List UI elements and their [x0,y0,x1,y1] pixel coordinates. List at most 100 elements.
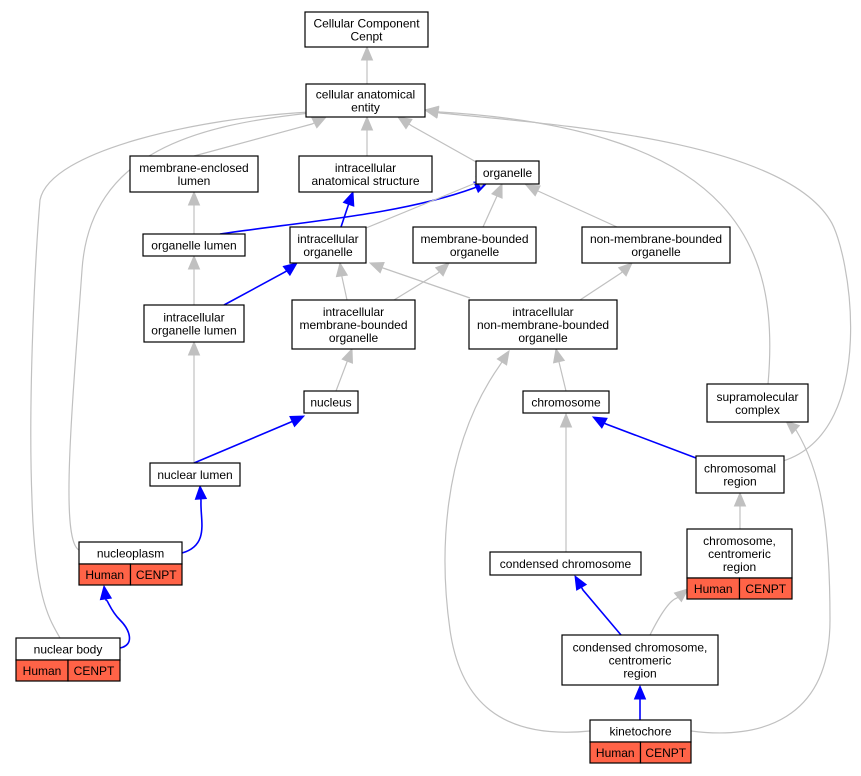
arrow-head-icon [342,190,355,207]
arrow-head-icon [591,416,608,429]
part-of-edge [633,684,647,720]
term-box [706,383,809,423]
term-label: cellular anatomical [316,88,415,102]
term-label: complex [735,403,780,417]
term-label: organelle [303,245,353,259]
term-label: entity [351,101,380,115]
is-a-edge [579,262,633,301]
term-label: organelle [329,331,379,345]
arrow-head-icon [289,415,306,428]
term-node-org[interactable]: organelle [475,160,540,185]
term-box [289,226,367,264]
term-label: nucleus [310,396,351,410]
term-node-orgl[interactable]: organelle lumen [142,233,246,257]
is-a-edge [368,262,471,299]
term-label: non-membrane-bounded [477,318,609,332]
term-label: organelle lumen [151,324,236,338]
arrow-head-icon [396,116,413,130]
part-of-edge [574,574,622,636]
is-a-edge [552,347,567,392]
is-a-edge [690,420,831,734]
term-label: intracellular [323,305,384,319]
term-label: supramolecular [716,390,798,404]
term-box [149,462,241,487]
species-label: Human [85,568,124,582]
term-box [129,155,259,193]
term-box [412,226,537,264]
term-box [304,11,429,48]
annotation-cell [639,741,692,764]
part-of-edge [193,415,306,464]
is-a-edge [396,116,479,164]
arrow-head-icon [423,105,440,118]
arrow-head-icon [574,574,588,591]
term-label: region [723,475,756,489]
term-node-nuc[interactable]: nucleus [303,390,359,414]
is-a-edge [335,347,353,392]
arrow-head-icon [311,116,328,129]
term-label: chromosome [531,396,601,410]
is-a-edge [393,262,450,301]
term-box [686,528,793,579]
term-box [581,226,731,264]
term-box [522,390,610,414]
is-a-edge [733,491,747,529]
annotation-cell [738,577,793,600]
arrow-head-icon [733,491,747,507]
term-label: kinetochore [609,725,671,739]
is-a-edge [649,588,689,636]
term-label: centromeric [609,654,672,668]
gene-label: CENPT [645,746,686,760]
part-of-edge [99,584,131,649]
term-box [142,233,246,257]
term-node-cc[interactable]: condensed chromosome [489,551,642,576]
is-a-edge [187,254,201,305]
is-a-edge [482,182,503,228]
arrow-head-icon [194,484,208,500]
term-box [695,455,785,494]
part-of-edge [223,262,299,306]
term-label: membrane-enclosed [139,161,248,175]
arrow-head-icon [282,262,299,277]
term-box [489,551,642,576]
arrow-head-icon [524,184,541,197]
term-label: anatomical structure [311,174,419,188]
arrow-head-icon [559,412,573,428]
term-label: nuclear body [34,643,103,657]
part-of-edge [340,190,355,228]
term-label: intracellular [297,232,358,246]
term-box [303,390,359,414]
term-label: intracellular [512,305,573,319]
arrow-head-icon [187,340,201,356]
arrow-head-icon [341,347,353,364]
term-label: membrane-bounded [420,232,528,246]
term-label: condensed chromosome, [573,641,708,655]
term-node-inmbo[interactable]: intracellularnon-membrane-boundedorganel… [468,299,618,350]
term-node-chr[interactable]: chromosome [522,390,610,414]
term-label: Cellular Component [313,17,420,31]
term-label: centromeric [708,547,771,561]
arrow-head-icon [785,420,801,435]
arrow-head-icon [633,684,647,700]
term-label: lumen [178,174,211,188]
term-node-nl[interactable]: nuclear lumen [149,462,241,487]
